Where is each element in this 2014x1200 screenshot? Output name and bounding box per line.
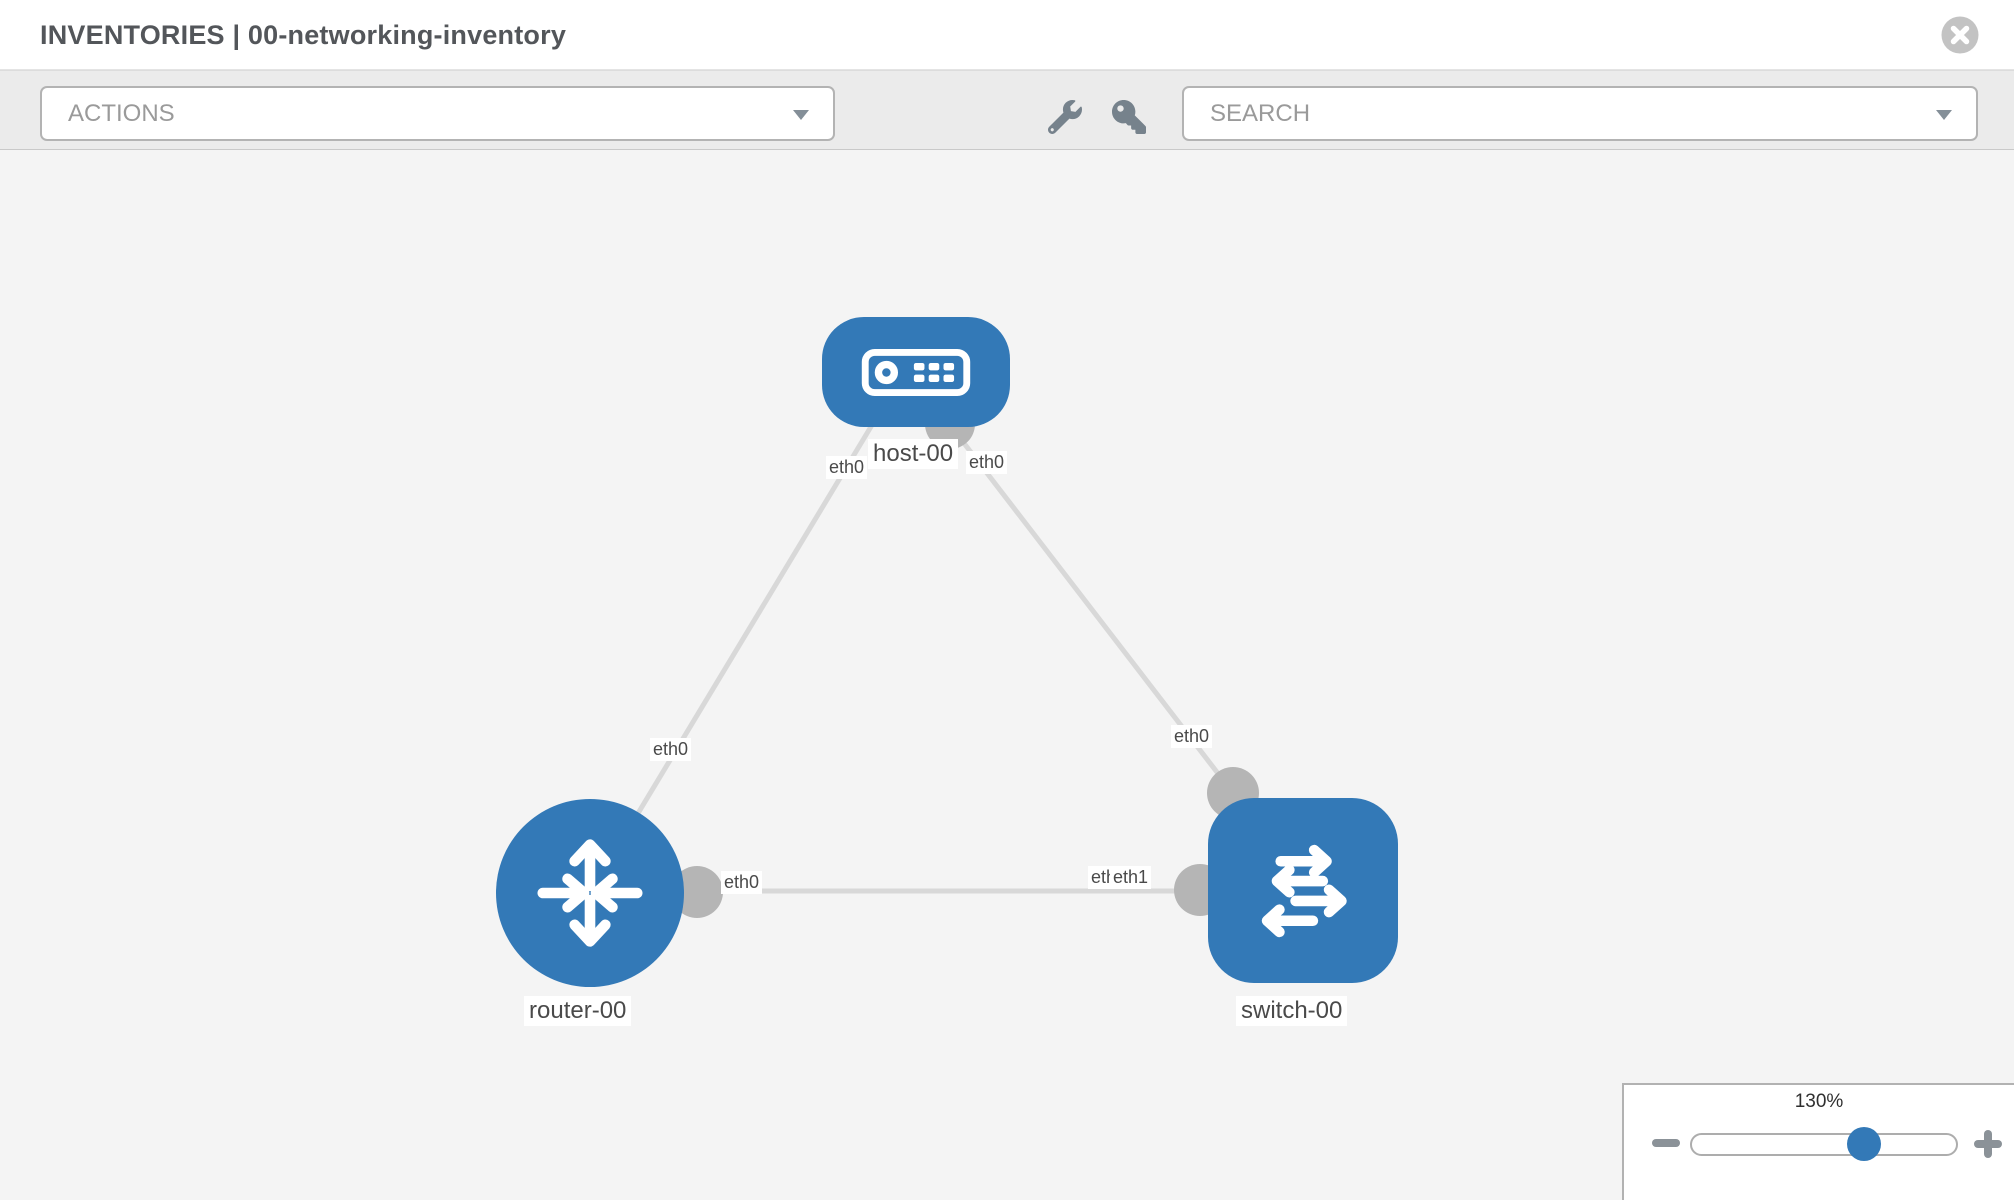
configure-button[interactable] (1047, 100, 1082, 135)
node-host-00[interactable] (822, 317, 1010, 427)
chevron-down-icon (1936, 109, 1952, 120)
interface-label: eth0 (966, 451, 1008, 474)
close-icon (1941, 16, 1979, 54)
zoom-panel: 130% (1622, 1083, 2014, 1200)
chevron-down-icon (793, 109, 809, 120)
router-icon (537, 839, 643, 947)
search-dropdown-label: SEARCH (1210, 99, 1311, 127)
key-icon (1112, 100, 1146, 134)
actions-dropdown-label: ACTIONS (68, 99, 175, 127)
zoom-slider-thumb[interactable] (1847, 1127, 1881, 1161)
actions-dropdown[interactable]: ACTIONS (40, 86, 835, 141)
search-dropdown[interactable]: SEARCH (1182, 86, 1978, 141)
zoom-in-button[interactable] (1974, 1130, 2002, 1158)
wrench-icon (1047, 100, 1082, 135)
close-button[interactable] (1941, 16, 1979, 54)
node-switch-00[interactable] (1208, 798, 1398, 983)
interface-label: eth0 (826, 456, 868, 479)
links-layer (587, 399, 1259, 918)
topology-canvas[interactable]: host-00 router-00 switch-00 eth0 eth0 et… (0, 150, 2014, 1200)
interface-label: eth0 (650, 738, 692, 761)
node-label: router-00 (524, 996, 632, 1026)
toolbar: ACTIONS SEARCH (0, 70, 2014, 150)
zoom-level: 130% (1794, 1091, 1844, 1112)
switch-icon (1261, 844, 1347, 937)
interface-circle[interactable] (671, 866, 723, 918)
node-label: switch-00 (1236, 996, 1348, 1026)
minus-icon (1652, 1139, 1680, 1147)
zoom-slider[interactable] (1690, 1127, 1958, 1161)
credentials-button[interactable] (1112, 100, 1146, 134)
interface-label: eth1 (1110, 866, 1152, 889)
zoom-out-button[interactable] (1652, 1139, 1680, 1147)
page-title: INVENTORIES | 00-networking-inventory (40, 19, 567, 50)
node-label: host-00 (868, 439, 959, 469)
interface-label: eth0 (721, 871, 763, 894)
node-router-00[interactable] (496, 799, 684, 987)
interface-label: eth0 (1171, 725, 1213, 748)
header: INVENTORIES | 00-networking-inventory (0, 0, 2014, 70)
host-icon (861, 348, 971, 396)
